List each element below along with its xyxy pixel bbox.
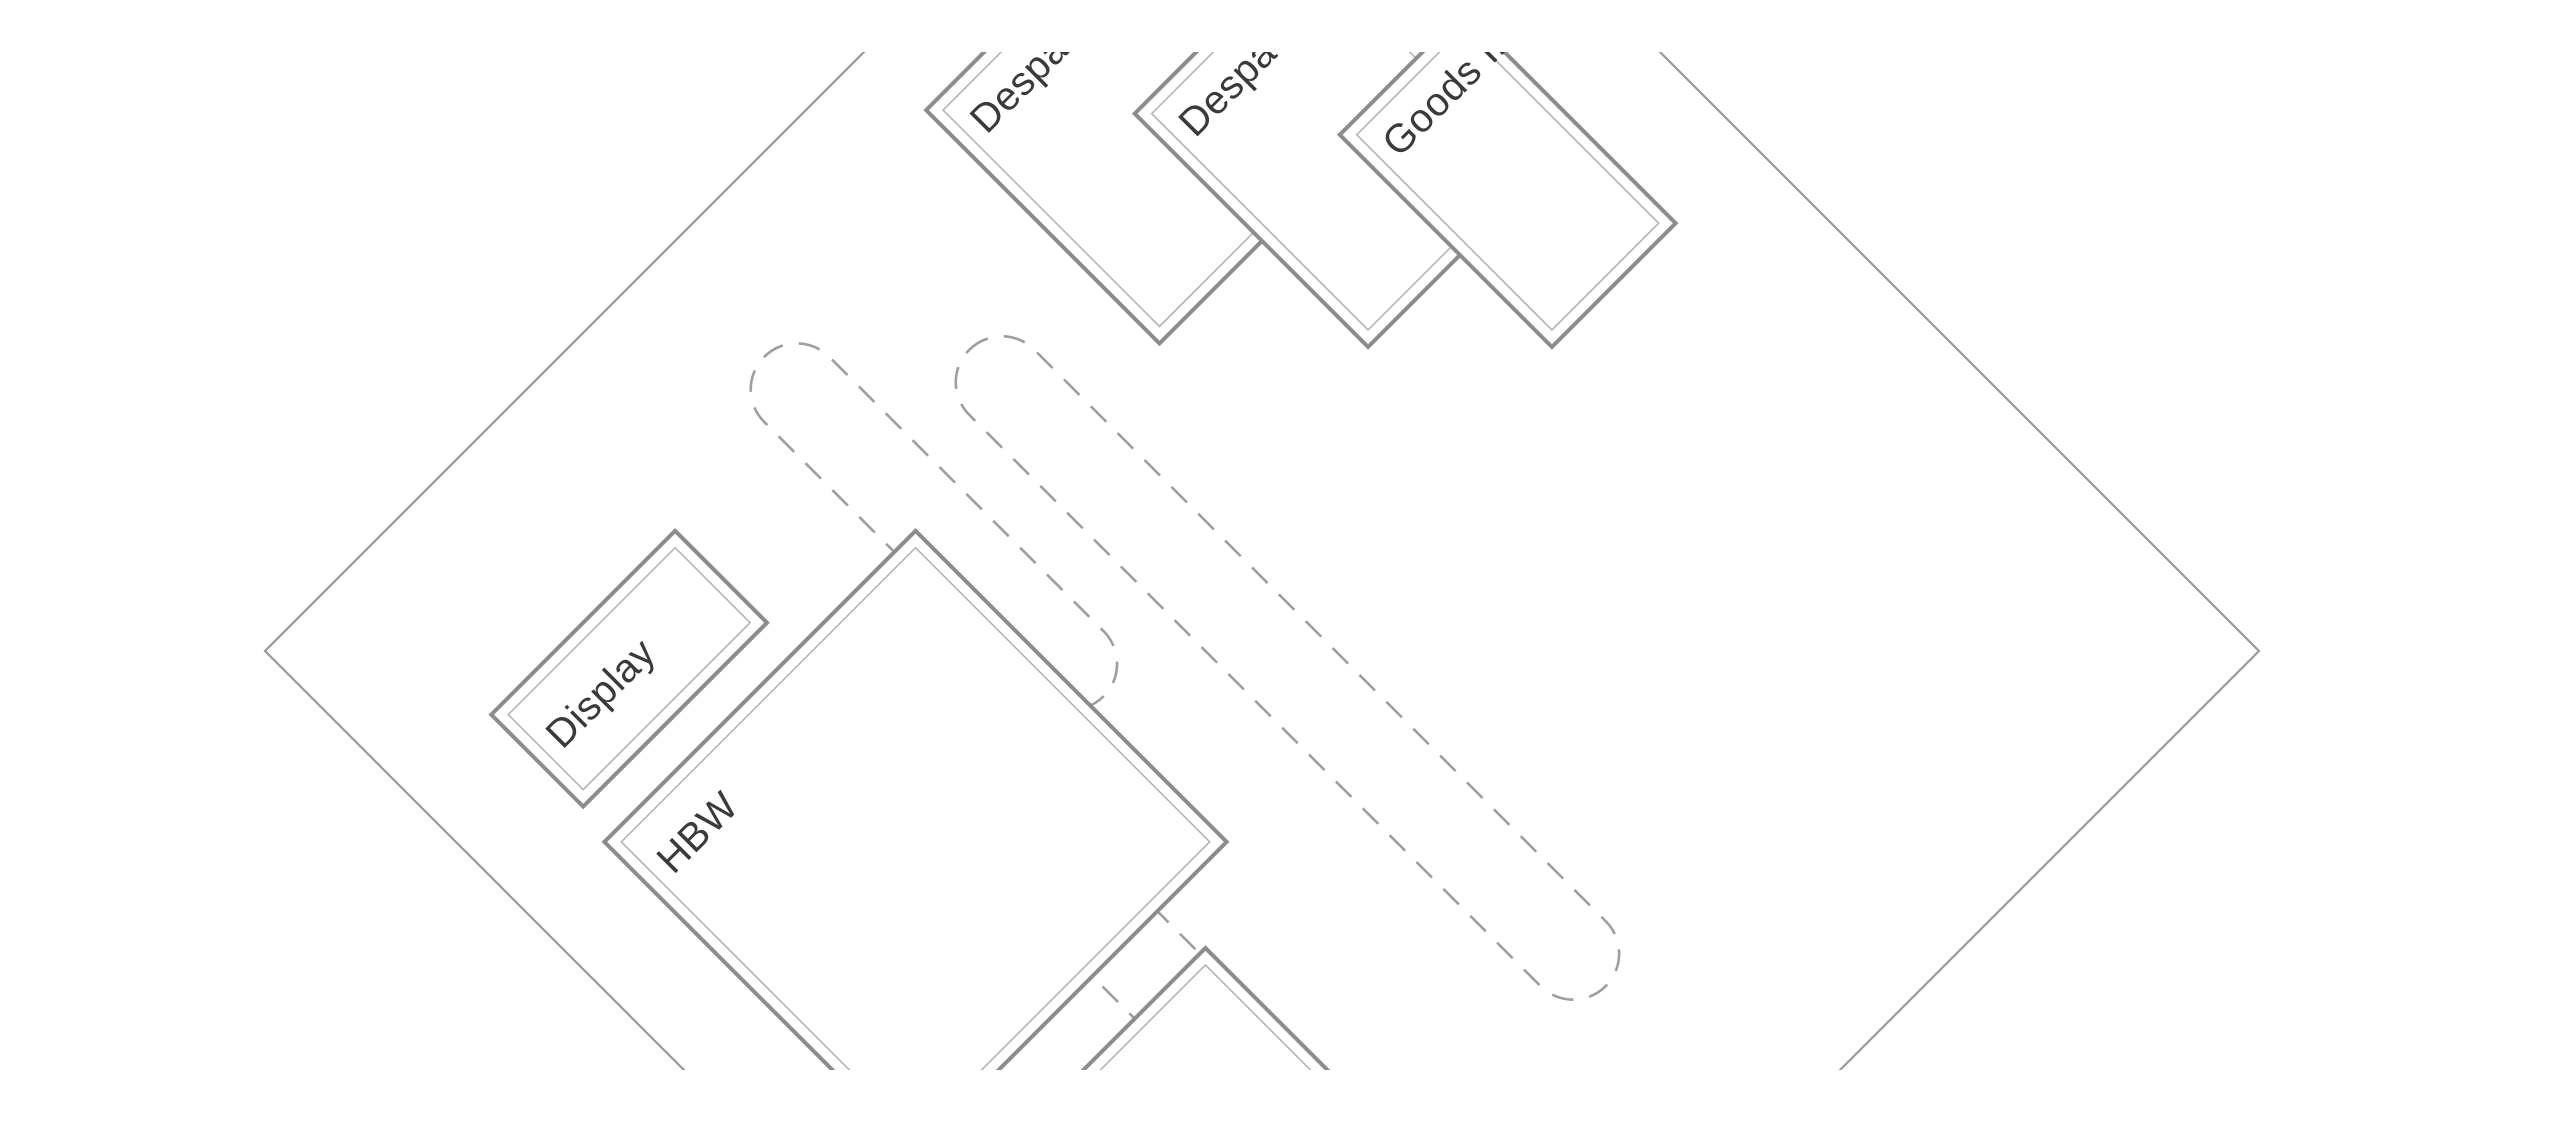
zone-display-outline bbox=[488, 527, 770, 810]
zone-hbw-inner-outline bbox=[620, 546, 1211, 1070]
zone-display[interactable]: Display bbox=[488, 527, 770, 810]
zone-despatch-1[interactable]: Despatch bbox=[923, 0, 1340, 347]
zone-display-inner-outline bbox=[507, 546, 752, 791]
zone-goods-in-outline bbox=[1336, 52, 1679, 350]
zone-goods-in-inner-outline bbox=[1355, 52, 1660, 332]
zone-goods-in[interactable]: Goods In bbox=[1336, 0, 1687, 350]
floor-plane-group: Display HBW Production bbox=[263, 0, 2261, 1130]
zone-hbw-outline bbox=[601, 527, 1230, 1070]
agv-route-lower[interactable] bbox=[937, 317, 1638, 1018]
zone-despatch-1-outline bbox=[923, 52, 1340, 347]
floor-plane[interactable] bbox=[263, 0, 2261, 1130]
zone-production-label: Production bbox=[931, 1122, 1101, 1130]
zone-hbw[interactable]: HBW bbox=[601, 527, 1230, 1130]
